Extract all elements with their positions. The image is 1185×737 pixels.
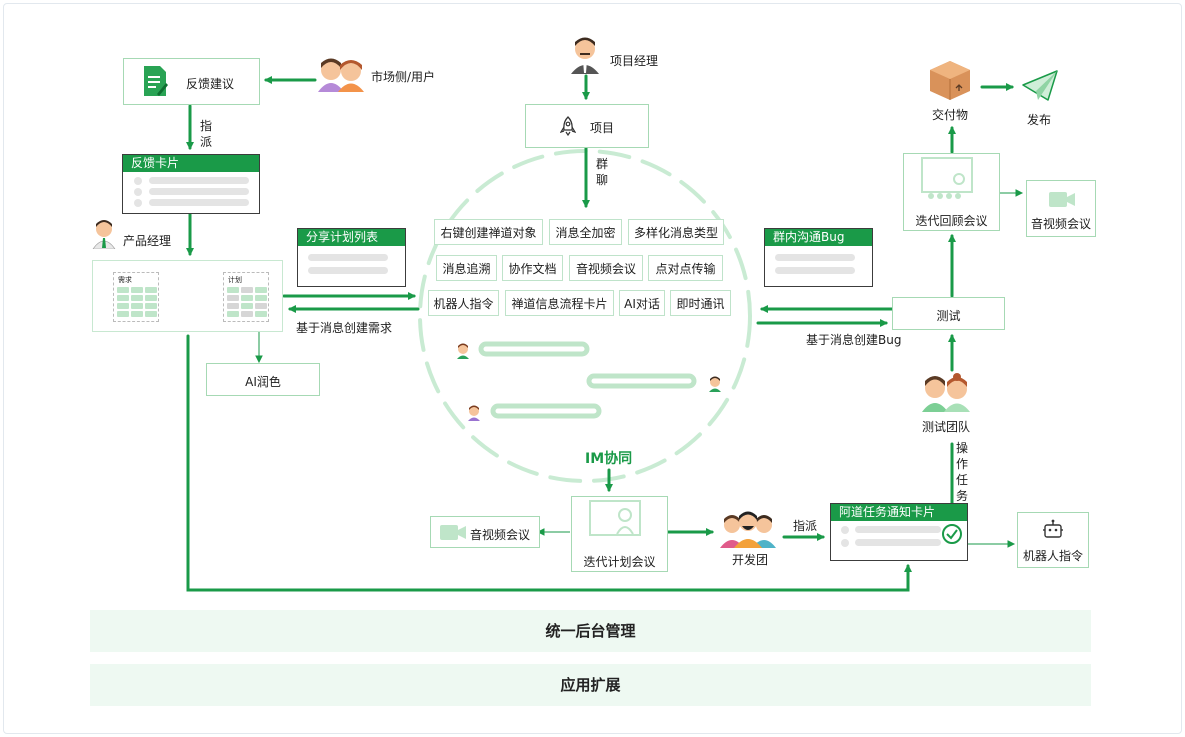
feature-tag: 点对点传输 bbox=[648, 255, 723, 281]
feature-tag: 禅道信息流程卡片 bbox=[505, 290, 614, 316]
test-team-icon bbox=[922, 373, 970, 412]
project-manager-icon bbox=[571, 37, 599, 74]
video-camera-icon bbox=[440, 525, 466, 540]
document-icon bbox=[144, 66, 168, 96]
feature-tag: 音视频会议 bbox=[569, 255, 643, 281]
feature-tag: 消息追溯 bbox=[436, 255, 497, 281]
im-collab-label: IM协同 bbox=[585, 451, 633, 467]
feature-tag: 右键创建禅道对象 bbox=[434, 219, 543, 245]
check-circle-icon bbox=[942, 524, 962, 544]
chat-avatar-icon bbox=[468, 405, 480, 421]
av-meeting-right-label: 音视频会议 bbox=[1030, 217, 1091, 231]
iteration-plan-meeting-box: 迭代计划会议 bbox=[571, 496, 668, 572]
robot-command-box: 机器人指令 bbox=[1017, 512, 1089, 568]
task-notify-card-title: 阿道任务通知卡片 bbox=[831, 504, 967, 521]
chat-avatar-icon bbox=[457, 343, 469, 359]
create-requirement-label: 基于消息创建需求 bbox=[296, 321, 393, 335]
av-meeting-left-label: 音视频会议 bbox=[470, 528, 531, 542]
requirement-plan-box: 需求 计划 bbox=[92, 260, 283, 332]
feedback-card-title: 反馈卡片 bbox=[123, 155, 259, 172]
project-box: 项目 bbox=[525, 104, 649, 148]
feature-tag: 协作文档 bbox=[502, 255, 563, 281]
av-meeting-left-box: 音视频会议 bbox=[430, 516, 540, 548]
market-user-label: 市场侧/用户 bbox=[371, 70, 436, 84]
package-icon bbox=[930, 61, 970, 100]
feedback-card: 反馈卡片 bbox=[122, 154, 260, 214]
requirement-panel: 需求 bbox=[113, 272, 159, 322]
share-plan-list-card: 分享计划列表 bbox=[297, 228, 406, 287]
meeting-icon bbox=[921, 157, 973, 199]
robot-command-label: 机器人指令 bbox=[1022, 549, 1083, 563]
ai-polish-label: AI润色 bbox=[245, 375, 281, 389]
iteration-plan-meeting-label: 迭代计划会议 bbox=[583, 555, 656, 569]
group-chat-label: 群聊 bbox=[595, 157, 608, 187]
users-icon bbox=[318, 58, 364, 92]
dev-team-label: 开发团 bbox=[732, 553, 769, 567]
feedback-suggestion-label: 反馈建议 bbox=[186, 77, 235, 91]
plan-panel: 计划 bbox=[223, 272, 269, 322]
meeting-icon bbox=[589, 500, 641, 536]
rocket-icon bbox=[560, 116, 576, 136]
project-manager-label: 项目经理 bbox=[610, 54, 659, 68]
assign-label-a: 指派 bbox=[199, 119, 212, 149]
av-meeting-right-box: 音视频会议 bbox=[1026, 180, 1096, 237]
iteration-review-meeting-label: 迭代回顾会议 bbox=[915, 214, 988, 228]
backend-management-band: 统一后台管理 bbox=[90, 610, 1091, 652]
feature-tag: 即时通讯 bbox=[670, 290, 731, 316]
dev-team-icon bbox=[720, 511, 776, 548]
share-plan-list-title: 分享计划列表 bbox=[298, 229, 405, 246]
requirement-label: 需求 bbox=[118, 276, 132, 284]
ai-polish-box: AI润色 bbox=[206, 363, 320, 396]
feature-tag: 机器人指令 bbox=[428, 290, 499, 316]
create-bug-label: 基于消息创建Bug bbox=[806, 333, 902, 347]
video-camera-icon bbox=[1049, 192, 1075, 207]
product-manager-label: 产品经理 bbox=[123, 234, 172, 248]
diagram-frame bbox=[3, 3, 1182, 734]
product-manager-icon bbox=[92, 220, 116, 249]
project-label: 项目 bbox=[590, 121, 615, 135]
group-bug-card-title: 群内沟通Bug bbox=[765, 229, 872, 246]
assign-label-b: 指派 bbox=[793, 519, 818, 533]
deliverable-label: 交付物 bbox=[932, 108, 969, 122]
feedback-suggestion-box: 反馈建议 bbox=[123, 58, 260, 105]
task-notify-card: 阿道任务通知卡片 bbox=[830, 503, 968, 561]
plan-label: 计划 bbox=[228, 276, 242, 284]
feature-tag: 多样化消息类型 bbox=[628, 219, 724, 245]
feature-tag: AI对话 bbox=[619, 290, 665, 316]
robot-icon bbox=[1043, 519, 1063, 538]
iteration-review-meeting-box: 迭代回顾会议 bbox=[903, 153, 1000, 231]
group-bug-card: 群内沟通Bug bbox=[764, 228, 873, 287]
feature-tag: 消息全加密 bbox=[549, 219, 622, 245]
test-box: 测试 bbox=[892, 297, 1005, 330]
test-label: 测试 bbox=[936, 309, 961, 323]
chat-avatar-icon bbox=[709, 376, 721, 392]
publish-label: 发布 bbox=[1027, 113, 1052, 127]
operate-task-label: 操作任务 bbox=[955, 441, 968, 503]
app-extension-band: 应用扩展 bbox=[90, 664, 1091, 706]
paper-plane-icon bbox=[1022, 70, 1058, 101]
test-team-label: 测试团队 bbox=[922, 420, 971, 434]
